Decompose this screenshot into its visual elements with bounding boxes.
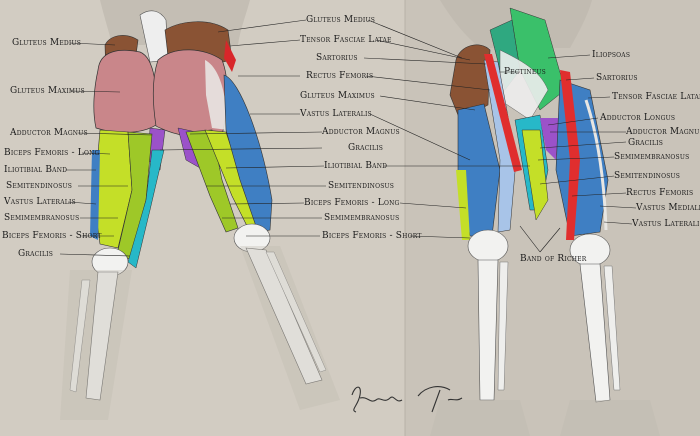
label-biceps-femoris-long-center: Biceps Femoris - Long [304,198,400,208]
label-gracilis-left: Gracilis [18,249,54,259]
leader-line [565,77,595,81]
leader-line [537,156,615,161]
leader-line [81,152,111,155]
vastus-lateralis-left [90,150,100,240]
label-semitendinosus-center: Semitendinosus [328,181,395,191]
leader-line [599,205,637,209]
sartorius-front-left [484,54,522,172]
leader-line [587,96,611,99]
label-tensor-fasciae-latae-center: Tensor Fasciae Latae [300,35,392,45]
leader-line [217,19,307,33]
leader-line [399,202,467,209]
label-adductor-magnus-right: Adductor Magnus [626,127,700,137]
feet-shadow [430,400,530,436]
label-gluteus-medius-left: Gluteus Medius [12,38,82,48]
label-rectus-femoris-right: Rectus Femoris [626,188,694,198]
label-semimembranosus-left: Semimembranosus [4,213,80,223]
adductor-magnus-front [540,118,560,160]
label-gluteus-medius-center: Gluteus Medius [306,15,376,25]
posterior-figure [60,0,340,420]
leader-line [547,117,599,126]
leader-line [571,192,627,197]
leader-line [365,75,491,91]
tibia-front-left [477,259,499,401]
fibula-left [69,279,91,393]
leader-line [539,175,615,185]
label-iliotibial-band-left: Iliotibial Band [4,165,68,175]
label-semimembranosus-right: Semimembranosus [614,152,690,162]
iliotibial-band-front [584,99,608,231]
leader-line [367,19,463,59]
feet-shadow-right [560,400,660,436]
label-adductor-longus: Adductor Longus [600,113,676,123]
lower-leg-shadow-right [240,246,340,410]
leader-line [229,39,301,47]
semitendinosus-front [521,129,549,221]
biceps-femoris-front-left [456,170,470,240]
label-biceps-femoris-short-left: Biceps Femoris - Short [2,231,102,241]
tensor-fasciae-latae-back [224,40,236,72]
pelvis-bone [499,49,549,121]
leader-line [229,202,305,205]
label-vastus-lateralis-right: Vastus Lateralis [632,219,700,229]
label-sartorius-center: Sartorius [316,53,358,63]
iliotibial-band-back [205,60,228,130]
label-semitendinosus-left: Semitendinosus [6,181,73,191]
leader-line [603,221,633,225]
leader-line [189,131,323,135]
label-gracilis-center: Gracilis [348,143,384,153]
artist-signature [351,386,463,413]
leader-line [159,147,323,151]
leader-line [539,141,627,149]
leader-line [67,201,97,205]
tibia-right [245,247,323,385]
leader-line [69,90,121,93]
label-band-of-richer: Band of Richer [520,254,587,264]
leader-line [539,227,561,253]
leader-line [379,95,476,111]
leader-line [519,225,541,253]
label-iliopsoas: Iliopsoas [592,50,631,60]
label-biceps-femoris-long-left: Biceps Femoris - Long [4,148,100,158]
tibia-front-right [579,263,611,403]
label-gluteus-maximus-left: Gluteus Maximus [10,86,85,96]
label-vastus-lateralis-left: Vastus Lateralis [4,197,76,207]
label-rectus-femoris-center: Rectus Femoris [306,71,374,81]
leader-line [225,165,325,169]
label-semimembranosus-center: Semimembranosus [324,213,400,223]
leader-line [409,235,471,239]
lower-leg-shadow-left [60,270,132,420]
fibula-front-right [603,265,621,391]
label-adductor-magnus-center: Adductor Magnus [322,127,400,137]
label-iliotibial-band-center: Iliotibial Band [324,161,388,171]
tibia-left [85,271,119,401]
leader-line [69,42,116,46]
label-tensor-fasciae-latae-right: Tensor Fasciae Latae [612,92,700,102]
leader-line [375,39,471,61]
label-gluteus-maximus-center: Gluteus Maximus [300,91,375,101]
label-adductor-magnus-left: Adductor Magnus [10,128,88,138]
label-vastus-medialis: Vastus Medialis [636,203,700,213]
label-pectineus: Pectineus [504,67,546,77]
leader-lines [59,19,637,257]
fibula-right [265,251,327,373]
label-biceps-femoris-short-center: Biceps Femoris - Short [322,231,422,241]
leader-line [59,253,131,257]
sartorius-front-right [560,70,580,240]
label-sartorius-right: Sartorius [596,73,638,83]
leader-line [369,113,471,161]
label-vastus-lateralis-center: Vastus Lateralis [300,109,372,119]
leader-line [77,132,153,136]
leader-line [547,54,591,59]
knee-front-left [467,229,509,263]
leader-line [363,57,487,65]
fibula-front-left [497,261,509,391]
label-gracilis-right: Gracilis [628,138,664,148]
label-semitendinosus-right: Semitendinosus [614,171,681,181]
semitendinosus-right [185,129,239,233]
rectus-femoris-front-left [483,59,517,233]
